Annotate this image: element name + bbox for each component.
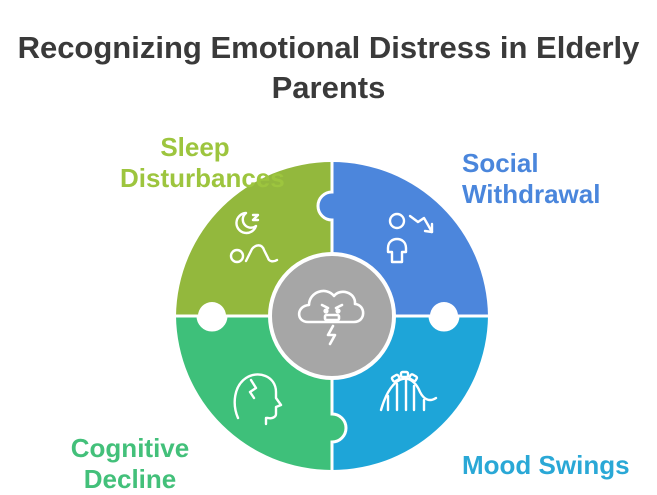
sleep-disturbances-label: Sleep Disturbances xyxy=(120,132,285,193)
social-withdrawal-label: Social Withdrawal xyxy=(462,148,601,209)
moon-sleeping-person-icon xyxy=(229,211,279,264)
mood-swings-label: Mood Swings xyxy=(462,450,630,480)
segment-dividers xyxy=(176,162,488,470)
storm-cloud-angry-face-icon xyxy=(297,289,365,346)
head-brain-icon xyxy=(233,373,283,426)
diagram-title: Recognizing Emotional Distress in Elderl… xyxy=(0,28,657,108)
roller-coaster-icon xyxy=(379,370,438,412)
person-arrow-down-icon xyxy=(386,212,434,264)
title-line-1: Recognizing Emotional Distress in Elderl… xyxy=(17,30,640,65)
title-line-2: Parents xyxy=(271,70,386,105)
cognitive-decline-label: Cognitive Decline xyxy=(70,433,190,494)
